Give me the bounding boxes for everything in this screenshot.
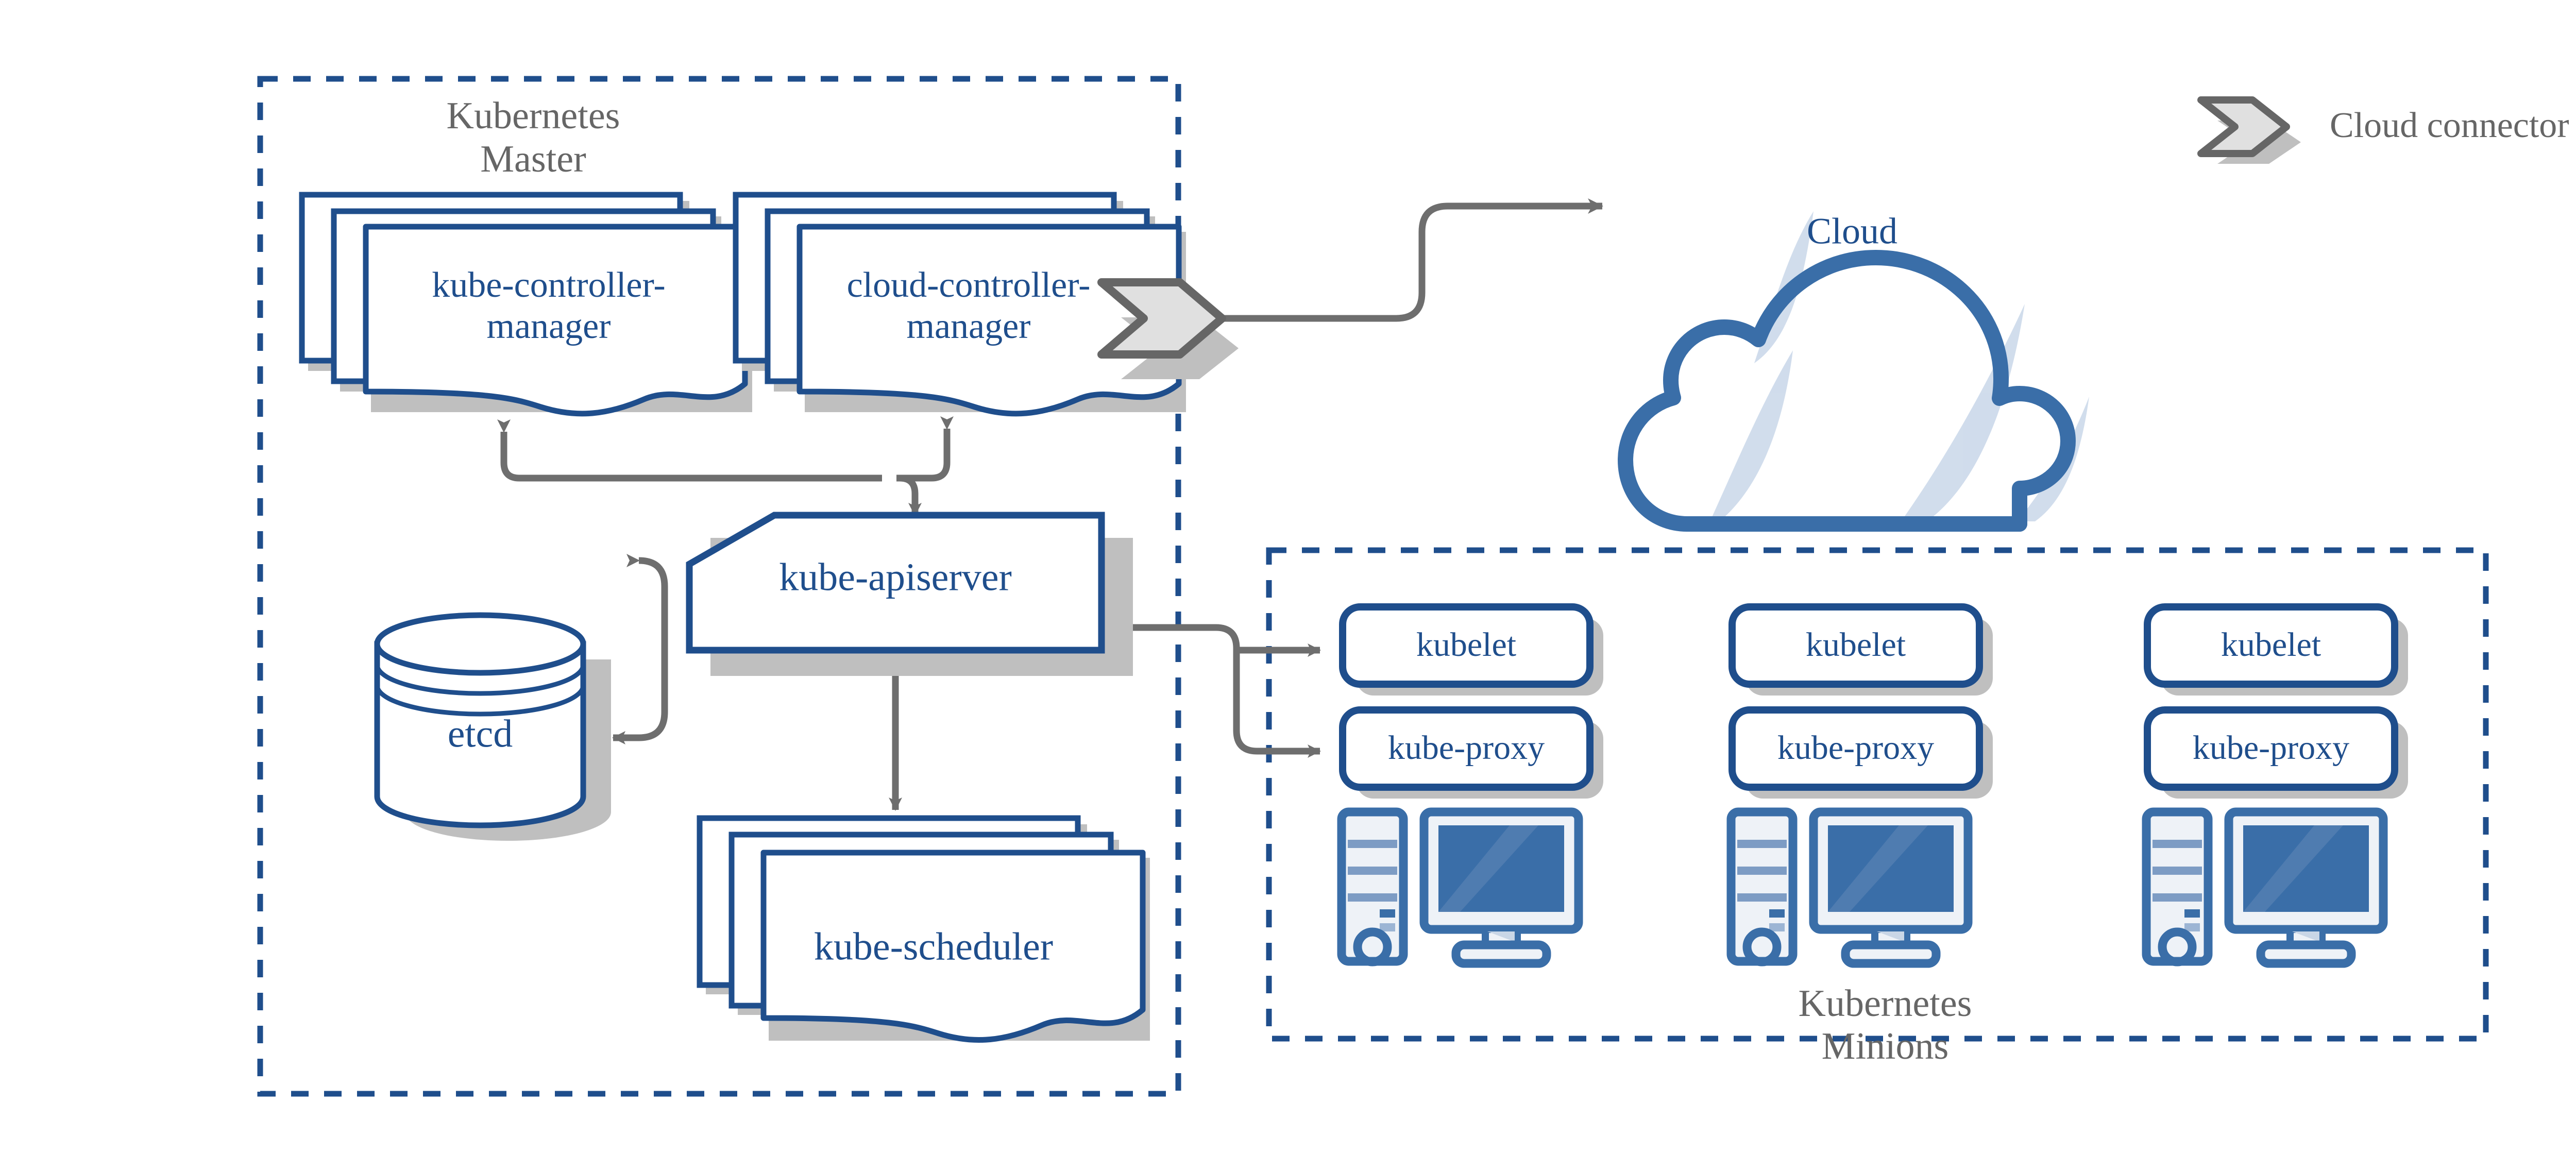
kube-scheduler-node[interactable]: kube-scheduler [697,815,1150,1043]
kube-controller-manager-label-line2: manager [487,307,611,346]
kube-proxy-label-3: kube-proxy [2193,729,2349,767]
kube-proxy-box-3[interactable] [2144,706,2398,791]
kube-proxy-label-1: kube-proxy [1388,729,1545,767]
kube-proxy-box-2[interactable] [1728,706,1983,791]
connector-ccm-to-cloud [1185,198,1603,322]
ccm-sheets [733,192,1182,417]
connector-apiserver-to-controllers [497,416,954,516]
kube-controller-manager-node[interactable]: kube-controller- manager [299,192,752,417]
kube-proxy-box-1[interactable] [1339,706,1594,791]
sched-sheets [697,815,1146,1043]
kubernetes-master-group-box [257,76,1181,1097]
legend-label: Cloud connector [2330,106,2569,145]
kube-controller-manager-label-line1: kube-controller- [432,265,665,305]
kube-proxy-label-2: kube-proxy [1777,729,1934,767]
master-group-label-line1: Kubernetes [447,95,620,137]
cloud-shape [1618,211,2089,532]
master-group-label-line2: Master [480,138,586,180]
connector-apiserver-to-etcd [612,553,668,744]
cloud-connector-icon [2197,96,2301,164]
kube-scheduler-label: kube-scheduler [814,925,1053,968]
kubelet-label-3: kubelet [2221,626,2321,664]
desktop-computer-icon-1 [1337,807,1583,968]
kubelet-box-3[interactable] [2144,603,2398,688]
etcd-label: etcd [448,712,513,755]
etcd-ring-2 [375,685,586,717]
kubelet-label-1: kubelet [1416,626,1516,664]
minion-node-2[interactable]: kubelet kube-proxy [1726,603,1993,968]
cloud-controller-manager-node[interactable]: cloud-controller- manager [733,192,1186,417]
desktop-computer-icon-2 [1726,807,1973,968]
etcd-top-ellipse [374,612,586,676]
cloud-connector-icon-ccm [1097,278,1239,379]
etcd-node[interactable]: etcd [374,612,611,841]
kube-apiserver-node[interactable]: kube-apiserver [686,512,1133,676]
kubelet-box-2[interactable] [1728,603,1983,688]
cloud-controller-manager-label-line2: manager [907,307,1031,346]
etcd-ring-1 [375,664,586,696]
minion-node-1[interactable]: kubelet kube-proxy [1337,603,1603,968]
kubelet-box-1[interactable] [1339,603,1594,688]
minions-group-label-line1: Kubernetes [1799,982,1972,1025]
apiserver-shape [686,512,1105,654]
kcm-sheets [299,192,748,417]
connector-apiserver-to-minion-agents [1091,620,1321,758]
kube-apiserver-label: kube-apiserver [779,555,1012,599]
desktop-computer-icon-3 [2142,807,2388,968]
legend: Cloud connector [2197,96,2569,164]
minions-group-label-line2: Minions [1822,1025,1949,1067]
minion-node-3[interactable]: kubelet kube-proxy [2142,603,2408,968]
cloud-label: Cloud [1807,211,1897,252]
kubernetes-minions-group-box [1266,547,2489,1042]
kubelet-label-2: kubelet [1806,626,1906,664]
cloud-controller-manager-label-line1: cloud-controller- [847,265,1091,305]
